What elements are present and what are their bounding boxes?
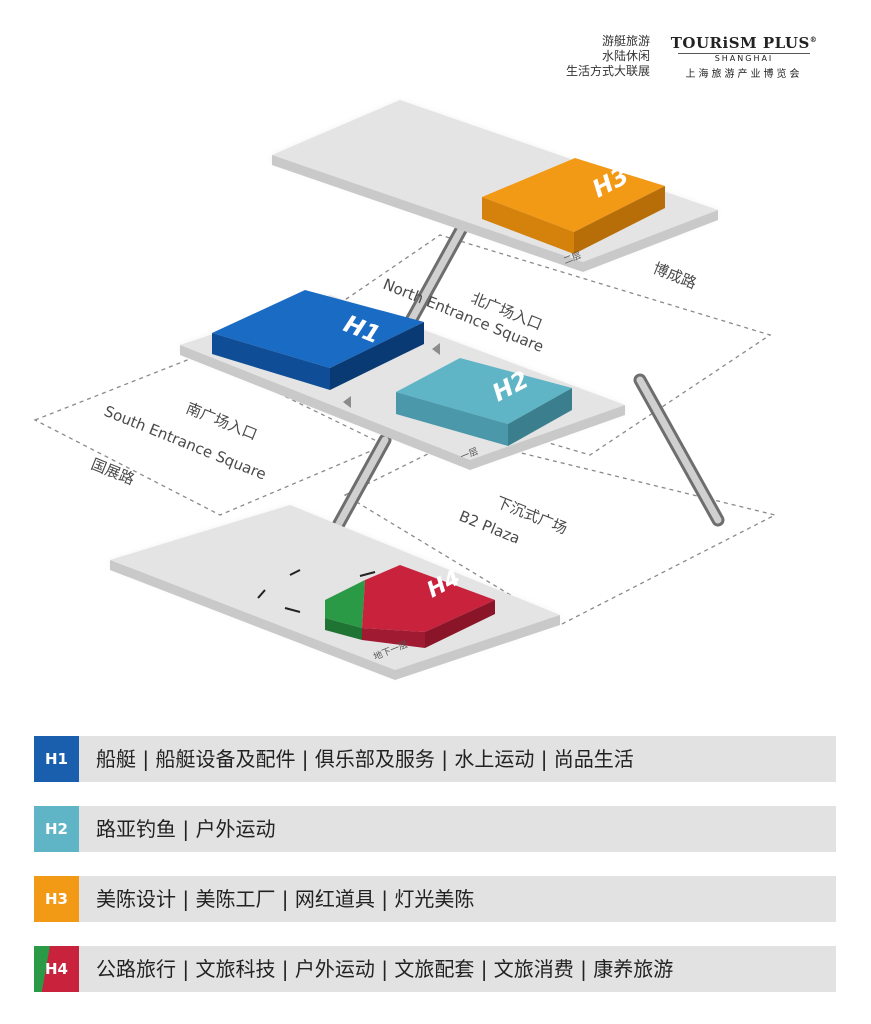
outline-north [258,234,772,456]
hall-h1-block [212,290,424,390]
area-outlines [33,234,777,626]
legend-badge-h1: H1 [34,736,79,782]
legend-badge-h4: H4 [34,946,79,992]
legend-row-h3: H3 美陈设计 | 美陈工厂 | 网红道具 | 灯光美陈 [34,876,836,922]
legend-text-h2: 路亚钓鱼 | 户外运动 [96,817,276,841]
logo-chinese-name: 上海旅游产业博览会 [685,69,803,80]
logo-city: SHANGHAI [678,53,810,64]
tagline-line: 水陆休闲 [601,49,650,63]
entrance-marker [257,569,376,613]
tagline-line: 生活方式大联展 [565,64,650,78]
legend-text-h4: 公路旅行 | 文旅科技 | 户外运动 | 文旅配套 | 文旅消费 | 康养旅游 [96,957,674,981]
legend-row-h1: H1 船艇 | 船艇设备及配件 | 俱乐部及服务 | 水上运动 | 尚品生活 [34,736,836,782]
legend-text-h1: 船艇 | 船艇设备及配件 | 俱乐部及服务 | 水上运动 | 尚品生活 [96,747,634,771]
hall-h3-block [482,158,665,254]
legend-row-h2: H2 路亚钓鱼 | 户外运动 [34,806,836,852]
legend-text-h3: 美陈设计 | 美陈工厂 | 网红道具 | 灯光美陈 [96,887,475,911]
tourism-plus-logo: TOURiSM PLUS® SHANGHAI 上海旅游产业博览会 [664,34,824,80]
tagline-line: 游艇旅游 [601,34,650,48]
venue-map: H3 H1 H2 H4 二层 一层 地下一层 北广场入口 North Entra… [33,100,777,680]
logo-title: TOURiSM PLUS® [670,34,818,52]
legend-badge-h2: H2 [34,806,79,852]
hall-h4-block [325,565,495,648]
road-bocheng: 博成路 [651,259,699,293]
header-tagline: 游艇旅游 水陆休闲 生活方式大联展 [560,34,650,79]
outline-b2 [343,437,777,626]
legend-row-h4: H4 公路旅行 | 文旅科技 | 户外运动 | 文旅配套 | 文旅消费 | 康养… [34,946,836,992]
legend-badge-h3: H3 [34,876,79,922]
hall-h2-block [396,358,572,446]
